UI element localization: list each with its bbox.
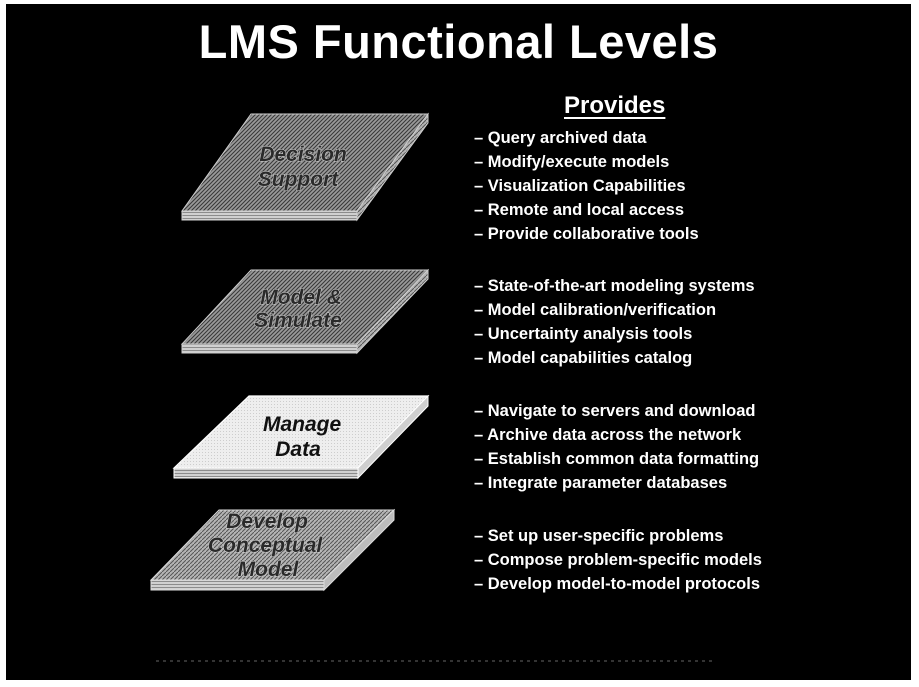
list-item: – Model capabilities catalog: [474, 349, 693, 367]
list-item: – State-of-the-art modeling systems: [474, 277, 755, 295]
list-item: – Archive data across the network: [474, 426, 742, 444]
list-item: – Uncertainty analysis tools: [474, 325, 693, 343]
slide-title: LMS Functional Levels: [198, 15, 719, 68]
decision-support-list: – Query archived data – Modify/execute m…: [474, 126, 699, 246]
list-item: – Query archived data: [474, 129, 647, 147]
plate-label-model-simulate: Model & Simulate: [254, 286, 348, 332]
slide: LMS Functional Levels Provides: [6, 4, 911, 680]
plate-label-decision-support: Decision Support: [258, 143, 353, 191]
list-item: – Develop model-to-model protocols: [474, 575, 761, 593]
plate-label-develop-conceptual-model: Develop Conceptual Model: [208, 510, 328, 581]
list-item: – Model calibration/verification: [474, 301, 717, 319]
level-plates-diagram: Decision Support Model & Simulate Manage…: [149, 112, 430, 592]
list-item: – Establish common data formatting: [474, 450, 760, 468]
manage-data-list: – Navigate to servers and download – Arc…: [474, 399, 759, 495]
list-item: – Navigate to servers and download: [474, 402, 756, 420]
scan-artifact-line: [156, 660, 716, 662]
list-item: – Provide collaborative tools: [474, 225, 699, 243]
model-simulate-list: – State-of-the-art modeling systems – Mo…: [474, 274, 755, 370]
list-item: – Remote and local access: [474, 201, 685, 219]
list-item: – Visualization Capabilities: [474, 177, 686, 195]
plate-decision-support: Decision Support: [181, 112, 429, 222]
plate-manage-data: Manage Data: [172, 394, 430, 480]
plate-develop-conceptual-model: Develop Conceptual Model: [149, 508, 396, 592]
list-item: – Modify/execute models: [474, 153, 670, 171]
plate-model-simulate: Model & Simulate: [180, 268, 430, 355]
list-item: – Set up user-specific problems: [474, 527, 724, 545]
list-item: – Compose problem-specific models: [474, 551, 762, 569]
plate-label-manage-data: Manage Data: [263, 413, 347, 461]
develop-conceptual-model-list: – Set up user-specific problems – Compos…: [474, 524, 762, 596]
provides-heading: Provides: [564, 92, 666, 119]
list-item: – Integrate parameter databases: [474, 474, 728, 492]
